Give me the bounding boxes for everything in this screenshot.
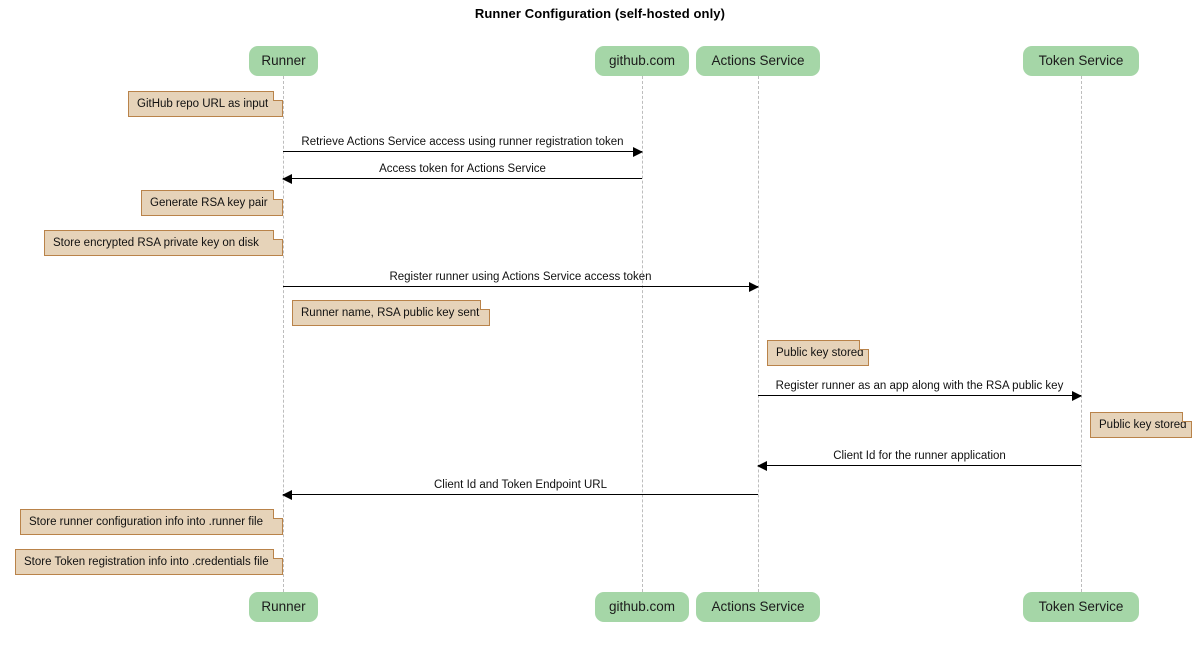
message-line bbox=[283, 286, 758, 287]
note-text: GitHub repo URL as input bbox=[137, 98, 269, 110]
participant-runner-top[interactable]: Runner bbox=[249, 46, 318, 76]
participant-label: Actions Service bbox=[711, 53, 805, 68]
page-title: Runner Configuration (self-hosted only) bbox=[474, 6, 726, 21]
participant-token-bottom[interactable]: Token Service bbox=[1023, 592, 1139, 622]
message-label: Retrieve Actions Service access using ru… bbox=[301, 136, 624, 148]
note-public-key-stored-token: Public key stored bbox=[1090, 412, 1192, 438]
note-text: Runner name, RSA public key sent bbox=[301, 307, 480, 319]
message-line bbox=[283, 494, 758, 495]
participant-label: github.com bbox=[608, 599, 676, 614]
message-label: Client Id for the runner application bbox=[833, 450, 1006, 462]
note-text: Store Token registration info into .cred… bbox=[24, 556, 269, 568]
message-line bbox=[283, 178, 642, 179]
lifeline-runner bbox=[283, 76, 284, 592]
note-fold-corner-icon bbox=[273, 190, 283, 200]
note-fold-corner-icon bbox=[273, 509, 283, 519]
note-text: Store runner configuration info into .ru… bbox=[29, 516, 263, 528]
note-text: Public key stored bbox=[776, 347, 864, 359]
message-label: Access token for Actions Service bbox=[379, 163, 546, 175]
note-fold-corner-icon bbox=[273, 91, 283, 101]
note-github-repo-url: GitHub repo URL as input bbox=[128, 91, 283, 117]
note-fold-corner-icon bbox=[1182, 412, 1192, 422]
participant-actions-top[interactable]: Actions Service bbox=[696, 46, 820, 76]
note-store-token-registration: Store Token registration info into .cred… bbox=[15, 549, 283, 575]
note-text: Generate RSA key pair bbox=[150, 197, 268, 209]
note-store-runner-config: Store runner configuration info into .ru… bbox=[20, 509, 283, 535]
message-line bbox=[758, 465, 1081, 466]
participant-github-bottom[interactable]: github.com bbox=[595, 592, 689, 622]
arrowhead-icon bbox=[1072, 390, 1082, 401]
arrowhead-icon bbox=[757, 460, 767, 471]
participant-token-top[interactable]: Token Service bbox=[1023, 46, 1139, 76]
message-label: Register runner as an app along with the… bbox=[775, 380, 1064, 392]
message-label: Client Id and Token Endpoint URL bbox=[433, 479, 608, 491]
participant-actions-bottom[interactable]: Actions Service bbox=[696, 592, 820, 622]
note-fold-corner-icon bbox=[859, 340, 869, 350]
lifeline-token bbox=[1081, 76, 1082, 592]
message-line bbox=[283, 151, 642, 152]
participant-label: Token Service bbox=[1038, 53, 1124, 68]
arrowhead-icon bbox=[633, 146, 643, 157]
participant-label: Actions Service bbox=[711, 599, 805, 614]
message-line bbox=[758, 395, 1081, 396]
participant-label: Runner bbox=[261, 53, 306, 68]
note-store-encrypted-rsa: Store encrypted RSA private key on disk bbox=[44, 230, 283, 256]
arrowhead-icon bbox=[749, 281, 759, 292]
lifeline-actions bbox=[758, 76, 759, 592]
note-public-key-stored-actions: Public key stored bbox=[767, 340, 869, 366]
participant-runner-bottom[interactable]: Runner bbox=[249, 592, 318, 622]
note-runner-name-public-key: Runner name, RSA public key sent bbox=[292, 300, 490, 326]
arrowhead-icon bbox=[282, 489, 292, 500]
participant-label: github.com bbox=[608, 53, 676, 68]
arrowhead-icon bbox=[282, 173, 292, 184]
participant-github-top[interactable]: github.com bbox=[595, 46, 689, 76]
note-fold-corner-icon bbox=[273, 230, 283, 240]
participant-label: Runner bbox=[261, 599, 306, 614]
note-fold-corner-icon bbox=[480, 300, 490, 310]
message-label: Register runner using Actions Service ac… bbox=[389, 271, 652, 283]
note-generate-rsa: Generate RSA key pair bbox=[141, 190, 283, 216]
note-text: Public key stored bbox=[1099, 419, 1187, 431]
lifeline-github bbox=[642, 76, 643, 592]
note-text: Store encrypted RSA private key on disk bbox=[53, 237, 259, 249]
note-fold-corner-icon bbox=[273, 549, 283, 559]
participant-label: Token Service bbox=[1038, 599, 1124, 614]
